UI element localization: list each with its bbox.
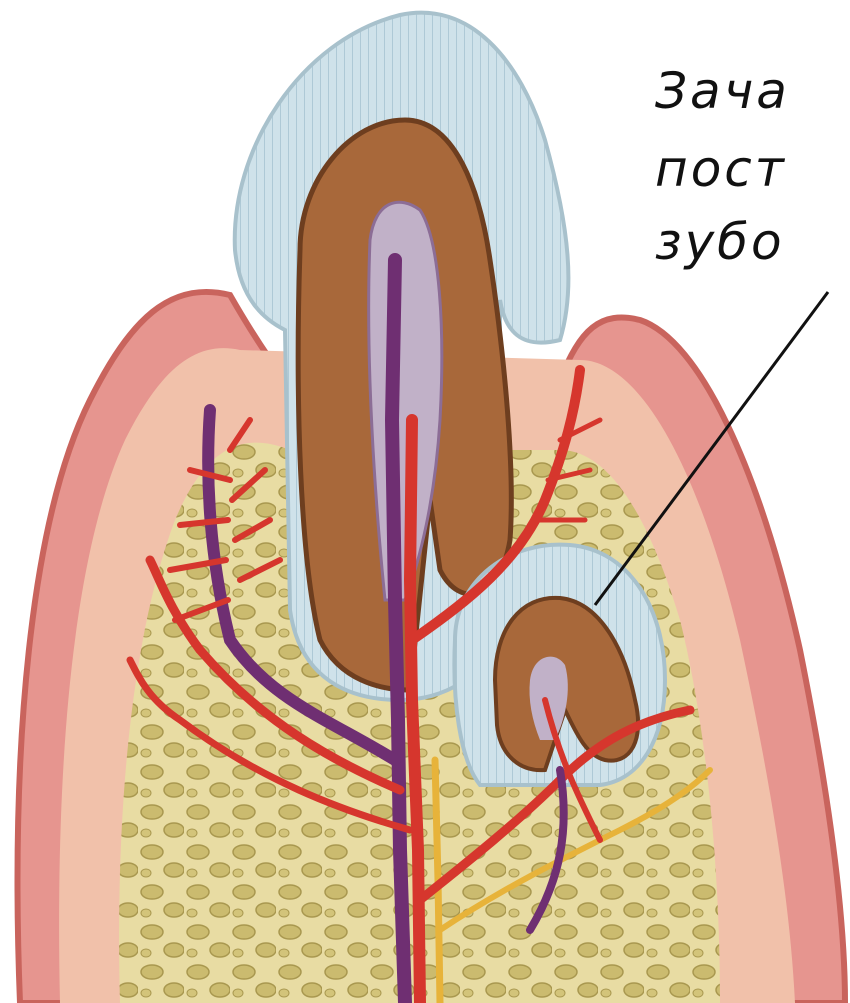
germ-label-line-1: Зача (655, 62, 790, 120)
germ-label-line-2: пост (655, 140, 787, 198)
germ-label-line-3: зубо (655, 213, 785, 271)
